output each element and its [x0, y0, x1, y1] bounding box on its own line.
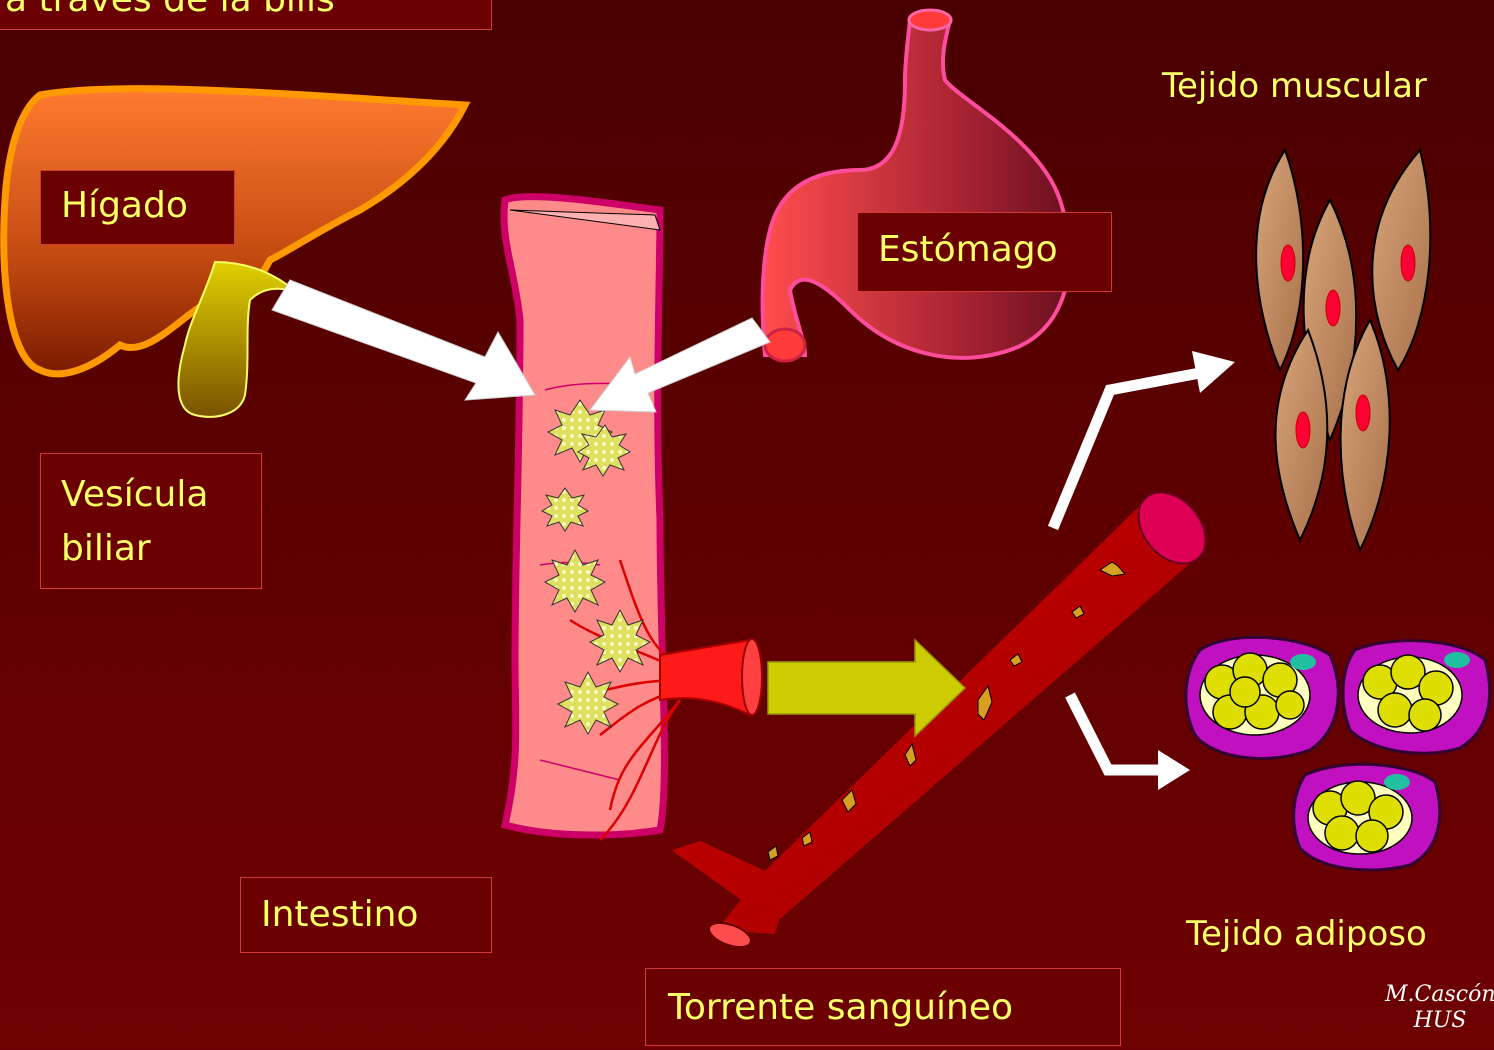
arrow-liver-intestine: [272, 280, 535, 400]
author-signature: M.Cascón HUS: [1385, 982, 1494, 1035]
adipocyte-3: [1294, 764, 1440, 870]
label-tejido-muscular: Tejido muscular: [1162, 66, 1427, 106]
intestine-shape: [504, 197, 762, 840]
label-tejido-adiposo: Tejido adiposo: [1186, 914, 1427, 954]
muscle-cells: [1256, 150, 1430, 550]
stomach-shape: [763, 10, 1070, 361]
label-intestino: Intestino: [240, 877, 492, 953]
label-vesicula-line2: biliar: [61, 522, 261, 576]
adipocyte-1: [1186, 637, 1338, 758]
adipocytes: [1186, 637, 1490, 870]
adipocyte-2: [1343, 641, 1490, 753]
label-vesicula-biliar: Vesícula biliar: [40, 453, 262, 589]
label-higado: Hígado: [40, 170, 235, 245]
label-torrente-sanguineo: Torrente sanguíneo: [645, 968, 1121, 1046]
arrow-to-adipose: [1070, 695, 1165, 770]
label-estomago: Estómago: [857, 212, 1112, 292]
label-vesicula-line1: Vesícula: [61, 468, 261, 522]
